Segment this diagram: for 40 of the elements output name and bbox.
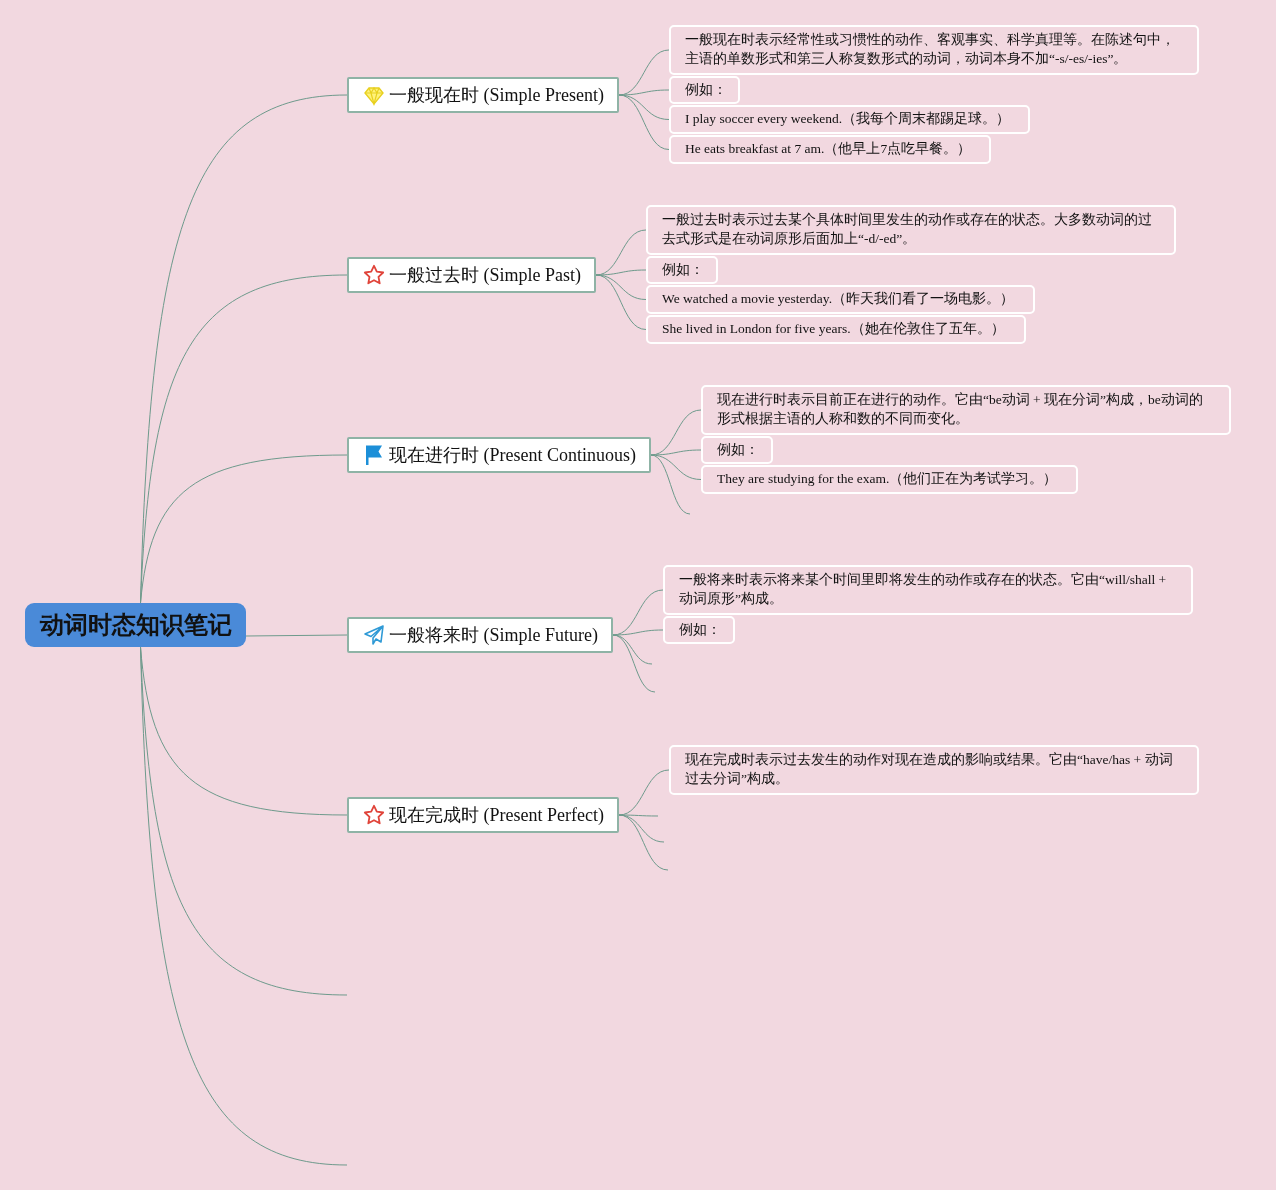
subtopic-box: 例如： <box>701 436 773 464</box>
subtopic-box: 现在进行时表示目前正在进行的动作。它由“be动词 + 现在分词”构成，be动词的形式根据主语的人称和数的不同而变化。 <box>701 385 1231 435</box>
branch-line <box>140 646 348 1166</box>
subtopic-box: They are studying for the exam.（他们正在为考试学习。） <box>701 465 1078 494</box>
central-topic: 动词时态知识笔记 <box>25 603 246 647</box>
subtopic-box: We watched a movie yesterday.（昨天我们看了一场电影。） <box>646 285 1035 314</box>
topic-box <box>347 257 596 293</box>
branch-line <box>595 274 647 330</box>
branch-line <box>612 634 653 665</box>
topic-box <box>347 797 619 833</box>
branch-line <box>140 454 348 604</box>
subtopic-box: 例如： <box>663 616 735 644</box>
branch-line <box>595 274 647 300</box>
subtopic-box: She lived in London for five years.（她在伦敦住了五年。） <box>646 315 1026 344</box>
topic-label: 一般现在时 (Simple Present) <box>389 84 604 107</box>
branch-line <box>650 454 691 515</box>
branch-line <box>618 94 670 120</box>
branch-line <box>612 629 664 636</box>
topic-box <box>347 437 651 473</box>
topic-label: 现在完成时 (Present Perfect) <box>389 804 604 827</box>
subtopic-box: I play soccer every weekend.（我每个周末都踢足球。） <box>669 105 1030 134</box>
topic-label: 一般过去时 (Simple Past) <box>389 264 581 287</box>
subtopic-box: He eats breakfast at 7 am.（他早上7点吃早餐。） <box>669 135 991 164</box>
topic-box <box>347 77 619 113</box>
subtopic-box: 一般过去时表示过去某个具体时间里发生的动作或存在的状态。大多数动词的过去式形式是在动词原形后面加上“-d/-ed”。 <box>646 205 1176 255</box>
subtopic-box: 一般将来时表示将来某个时间里即将发生的动作或存在的状态。它由“will/shall + 动词原形”构成。 <box>663 565 1193 615</box>
branch-line <box>650 454 702 480</box>
subtopic-box: 现在完成时表示过去发生的动作对现在造成的影响或结果。它由“have/has + 动词过去分词”构成。 <box>669 745 1199 795</box>
branch-line <box>618 814 665 843</box>
branch-line <box>245 634 348 637</box>
subtopic-box: 例如： <box>669 76 740 104</box>
branch-line <box>618 814 659 817</box>
subtopic-box: 一般现在时表示经常性或习惯性的动作、客观事实、科学真理等。在陈述句中，主语的单数形式和第三人称复数形式的动词，动词本身不加“-s/-es/-ies”。 <box>669 25 1199 75</box>
topic-label: 一般将来时 (Simple Future) <box>389 624 598 647</box>
branch-line <box>618 814 669 871</box>
branch-line <box>612 634 656 693</box>
subtopic-box: 例如： <box>646 256 718 284</box>
topic-box <box>347 617 613 653</box>
topic-label: 现在进行时 (Present Continuous) <box>389 444 636 467</box>
branch-line <box>618 94 670 150</box>
